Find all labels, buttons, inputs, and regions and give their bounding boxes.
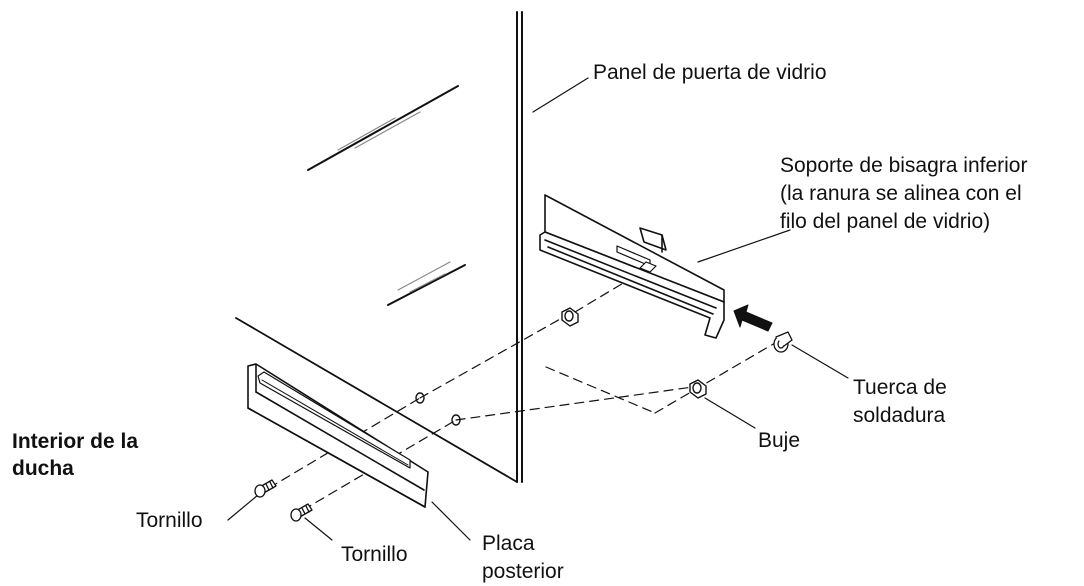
glass-holes <box>415 392 461 426</box>
weld-nut-label: Tuerca de soldadura <box>853 374 947 430</box>
backing-plate-label: Placa posterior <box>482 530 564 586</box>
hinge-bracket-label: Soporte de bisagra inferior (la ranura s… <box>780 152 1027 236</box>
bushing-upper <box>561 307 579 327</box>
hinge-bracket <box>539 194 725 339</box>
glass-reflection <box>307 85 466 306</box>
backing-plate <box>247 363 429 508</box>
weld-nut-part <box>773 331 793 353</box>
screw-label-1: Tornillo <box>136 509 203 532</box>
weld-nut-label-line-1: Tuerca de <box>853 376 947 399</box>
leader-lines <box>227 77 849 541</box>
shower-interior-label: Interior de la ducha <box>12 428 138 482</box>
hinge-bracket-label-line-2: (la ranura se alinea con el <box>780 182 1022 205</box>
bushing-lower <box>689 379 707 399</box>
shower-interior-label-line-1: Interior de la <box>12 430 139 453</box>
screw-1-part <box>254 479 277 498</box>
glass-panel-label: Panel de puerta de vidrio <box>593 61 827 84</box>
hinge-bracket-label-line-1: Soporte de bisagra inferior <box>780 154 1028 177</box>
glass-panel <box>235 11 523 483</box>
backing-plate-label-line-2: posterior <box>482 560 564 583</box>
weld-nut-label-line-2: soldadura <box>853 404 946 427</box>
screw-2-part <box>290 503 313 522</box>
screw-label-2: Tornillo <box>341 543 408 566</box>
backing-plate-label-line-1: Placa <box>482 532 535 555</box>
bushing-label: Buje <box>758 429 801 452</box>
hinge-bracket-label-line-3: filo del panel de vidrio) <box>780 210 991 233</box>
insert-arrow <box>733 304 773 332</box>
shower-interior-label-line-2: ducha <box>12 457 74 480</box>
